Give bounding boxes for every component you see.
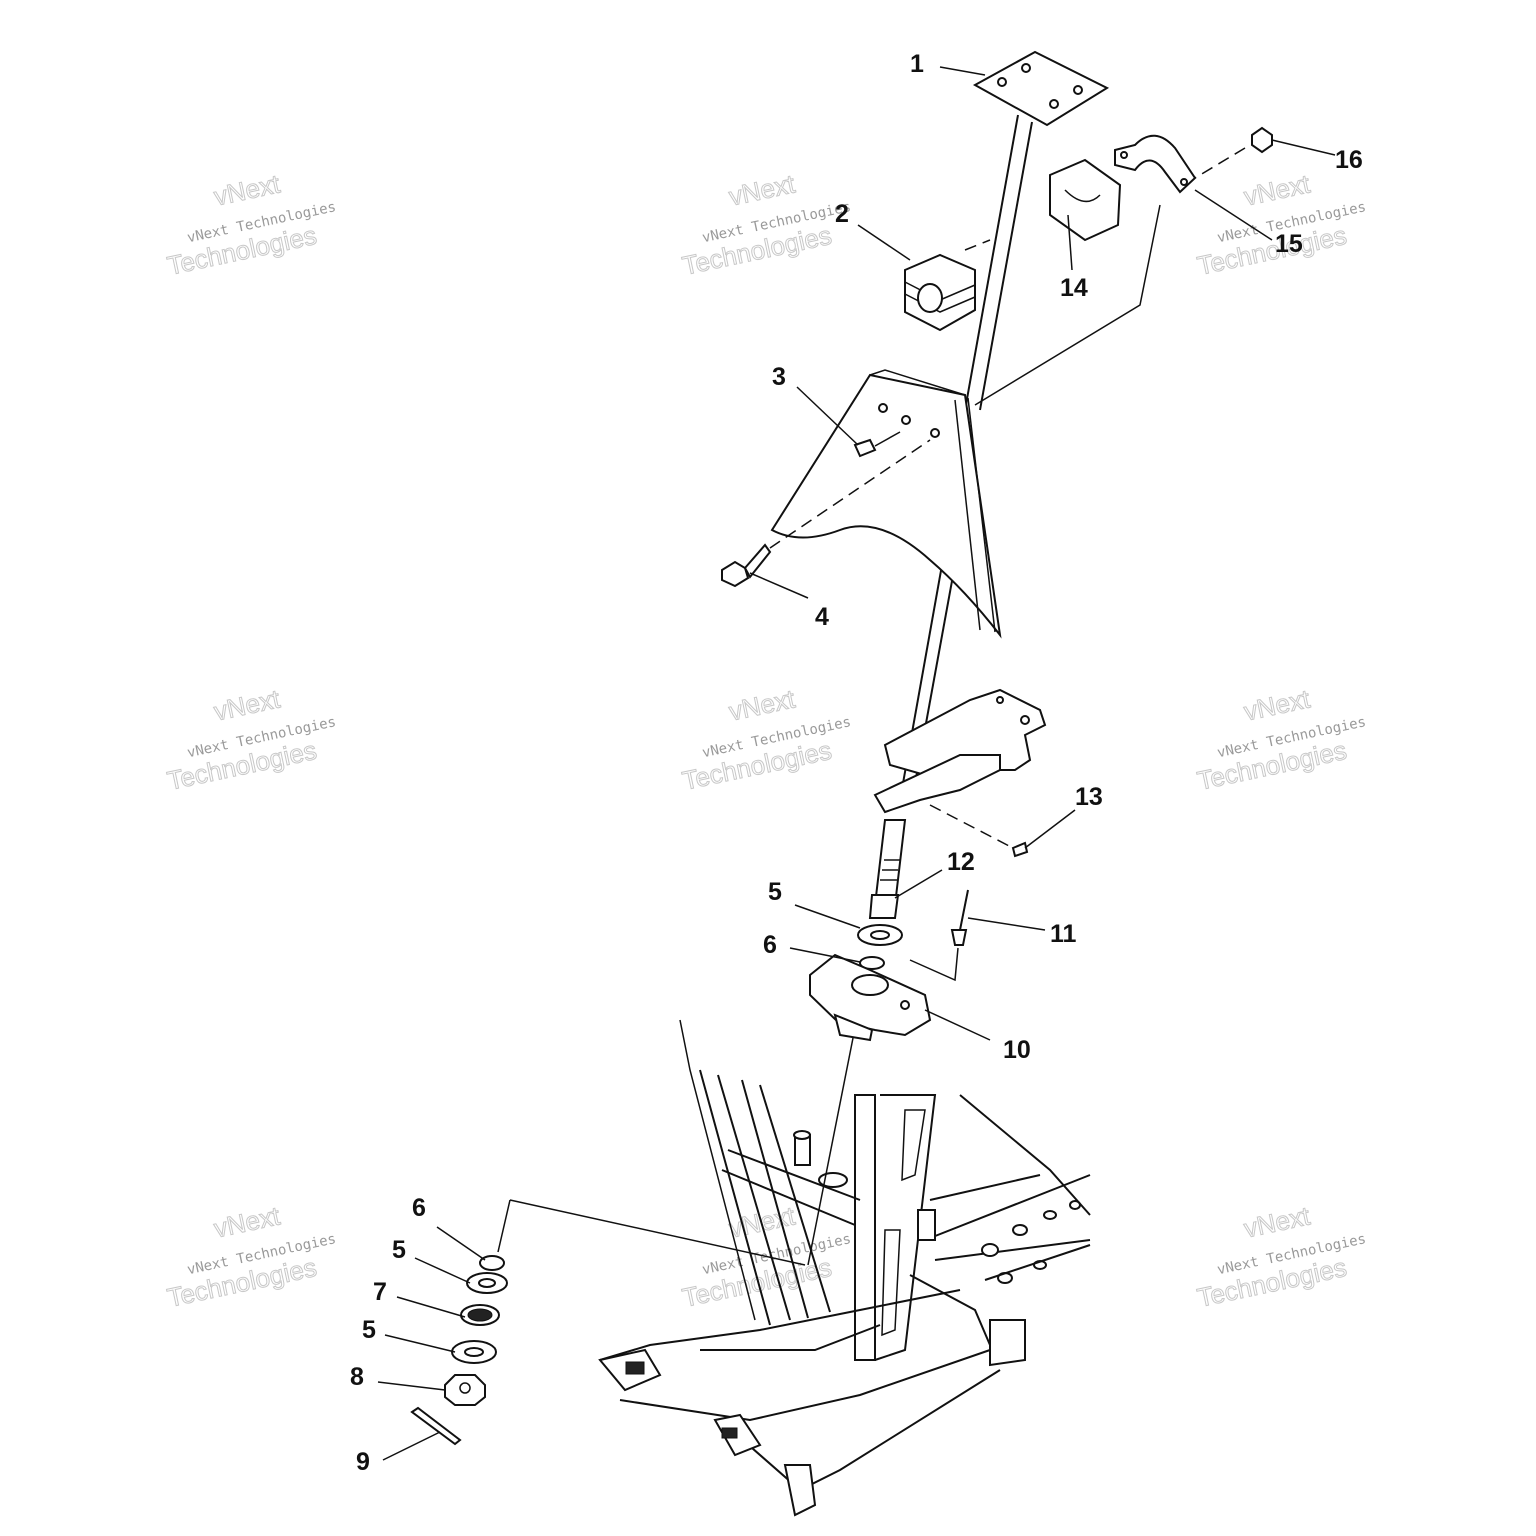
svg-text:vNext: vNext xyxy=(726,683,798,726)
callout-5a: 5 xyxy=(768,878,782,906)
o-ring-6-lower xyxy=(479,1255,505,1271)
callout-12: 12 xyxy=(947,848,975,876)
callout-3: 3 xyxy=(772,363,786,391)
shaft-spline xyxy=(873,819,907,906)
callout-11: 11 xyxy=(1050,920,1077,948)
svg-text:vNext: vNext xyxy=(211,1200,283,1243)
callout-10: 10 xyxy=(1003,1036,1031,1064)
callout-14: 14 xyxy=(1060,274,1088,302)
pin-11 xyxy=(959,889,969,931)
steering-assembly xyxy=(410,50,1273,1446)
callout-16: 16 xyxy=(1335,146,1363,174)
watermark-3: vNext vNext Technologies Technologies xyxy=(1194,168,1367,282)
watermark-7: vNext vNext Technologies Technologies xyxy=(164,1200,337,1314)
callout-4: 4 xyxy=(815,603,829,631)
callouts: 1 2 3 4 5 6 10 11 12 13 14 15 16 6 5 7 5… xyxy=(350,50,1363,1476)
watermark-2: vNext vNext Technologies Technologies xyxy=(679,168,852,282)
screw-3 xyxy=(853,438,877,458)
handlebar-mount-plate xyxy=(972,50,1110,127)
watermark-8: vNext vNext Technologies Technologies xyxy=(679,1200,852,1314)
callout-8: 8 xyxy=(350,1363,364,1391)
svg-text:vNext: vNext xyxy=(211,683,283,726)
watermark-6: vNext vNext Technologies Technologies xyxy=(1194,683,1367,797)
watermark-1: vNext vNext Technologies Technologies xyxy=(164,168,337,282)
clip-13 xyxy=(1011,841,1029,858)
callout-5c: 5 xyxy=(362,1316,376,1344)
svg-text:vNext: vNext xyxy=(1241,683,1313,726)
callout-13: 13 xyxy=(1075,783,1103,811)
castle-nut-8 xyxy=(444,1374,486,1406)
chassis-frame xyxy=(598,1019,1091,1517)
column-cover xyxy=(770,373,1002,639)
svg-text:vNext: vNext xyxy=(1241,1200,1313,1243)
bolt-4 xyxy=(721,560,750,588)
handlebar-clamp xyxy=(1114,134,1197,194)
watermarks: vNext vNext Technologies Technologies vN… xyxy=(164,168,1367,1314)
nut-16 xyxy=(1251,126,1273,154)
callout-6a: 6 xyxy=(763,931,777,959)
svg-text:vNext: vNext xyxy=(1241,168,1313,211)
steering-shaft xyxy=(964,114,1019,411)
callout-15: 15 xyxy=(1275,230,1303,258)
svg-text:vNext: vNext xyxy=(211,168,283,211)
callout-1: 1 xyxy=(910,50,924,78)
watermark-5: vNext vNext Technologies Technologies xyxy=(679,683,852,797)
callout-7: 7 xyxy=(373,1278,387,1306)
callout-2: 2 xyxy=(835,200,849,228)
callout-6b: 6 xyxy=(412,1194,426,1222)
callout-5b: 5 xyxy=(392,1236,406,1264)
leader-lines xyxy=(377,66,1336,1461)
bushing-holder xyxy=(1049,158,1122,242)
cotter-pin-9 xyxy=(410,1406,462,1446)
callout-9: 9 xyxy=(356,1448,370,1476)
watermark-4: vNext vNext Technologies Technologies xyxy=(164,683,337,797)
svg-text:vNext: vNext xyxy=(726,168,798,211)
watermark-9: vNext vNext Technologies Technologies xyxy=(1194,1200,1367,1314)
o-ring-6-upper xyxy=(859,956,885,970)
